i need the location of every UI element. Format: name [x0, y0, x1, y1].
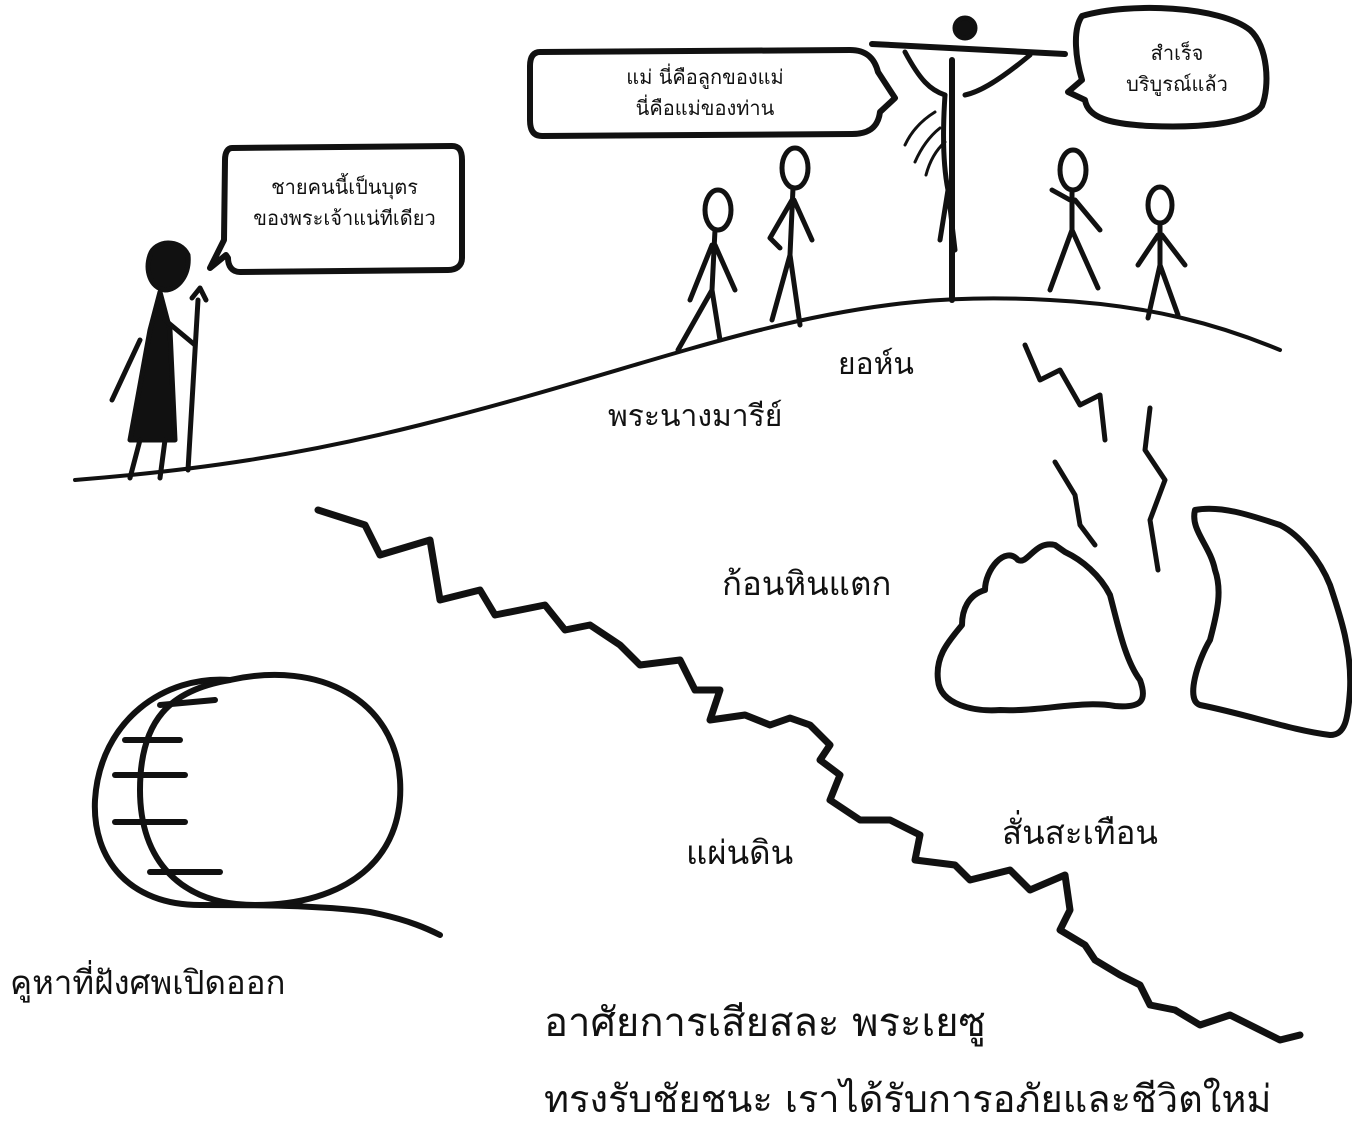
- finished-speech-line2: บริบูรณ์แล้ว: [1126, 72, 1228, 96]
- label-quake: สั่นสะเทือน: [1002, 813, 1158, 852]
- centurion-speech-line1: ชายคนนี้เป็นบุตร: [271, 175, 418, 199]
- caption-line2: ทรงรับชัยชนะ เราได้รับการอภัยและชีวิตใหม…: [544, 1077, 1272, 1121]
- mother-speech-line2: นี่คือแม่ของท่าน: [635, 96, 775, 120]
- label-earth: แผ่นดิน: [686, 833, 794, 872]
- mother-speech-line1: แม่ นี่คือลูกของแม่: [626, 65, 784, 89]
- label-rocks: ก้อนหินแตก: [722, 564, 892, 603]
- crucified-figure: [902, 15, 1033, 253]
- woman-figure-right: [1047, 147, 1103, 293]
- earthquake-crack: [314, 506, 1304, 1044]
- centurion-speech: ชายคนนี้เป็นบุตร ของพระเจ้าแน่ทีเดียว: [232, 172, 457, 234]
- bubble-finished: [1065, 4, 1270, 130]
- disciple-figure-right: [1135, 184, 1188, 321]
- lightning: [1022, 342, 1168, 573]
- bubble-centurion: [207, 143, 465, 275]
- label-mary: พระนางมารีย์: [608, 399, 783, 434]
- centurion-figure: [109, 240, 209, 481]
- tomb-stone: [91, 671, 443, 938]
- john-figure: [767, 145, 815, 328]
- mary-figure: [675, 187, 738, 353]
- radiance-lines: [903, 110, 947, 177]
- broken-rock: [934, 505, 1352, 738]
- finished-speech: สำเร็จ บริบูรณ์แล้ว: [1092, 38, 1262, 100]
- label-tomb: คูหาที่ฝังศพเปิดออก: [10, 963, 286, 1002]
- mother-speech: แม่ นี่คือลูกของแม่ นี่คือแม่ของท่าน: [540, 62, 870, 124]
- label-john: ยอห์น: [838, 347, 914, 382]
- caption-line1: อาศัยการเสียสละ พระเยซู: [544, 1000, 986, 1046]
- cross: [869, 41, 1068, 303]
- bubble-mother: [527, 47, 898, 139]
- finished-speech-line1: สำเร็จ: [1150, 41, 1204, 65]
- centurion-speech-line2: ของพระเจ้าแน่ทีเดียว: [253, 206, 436, 230]
- hill-outline: [73, 296, 1282, 482]
